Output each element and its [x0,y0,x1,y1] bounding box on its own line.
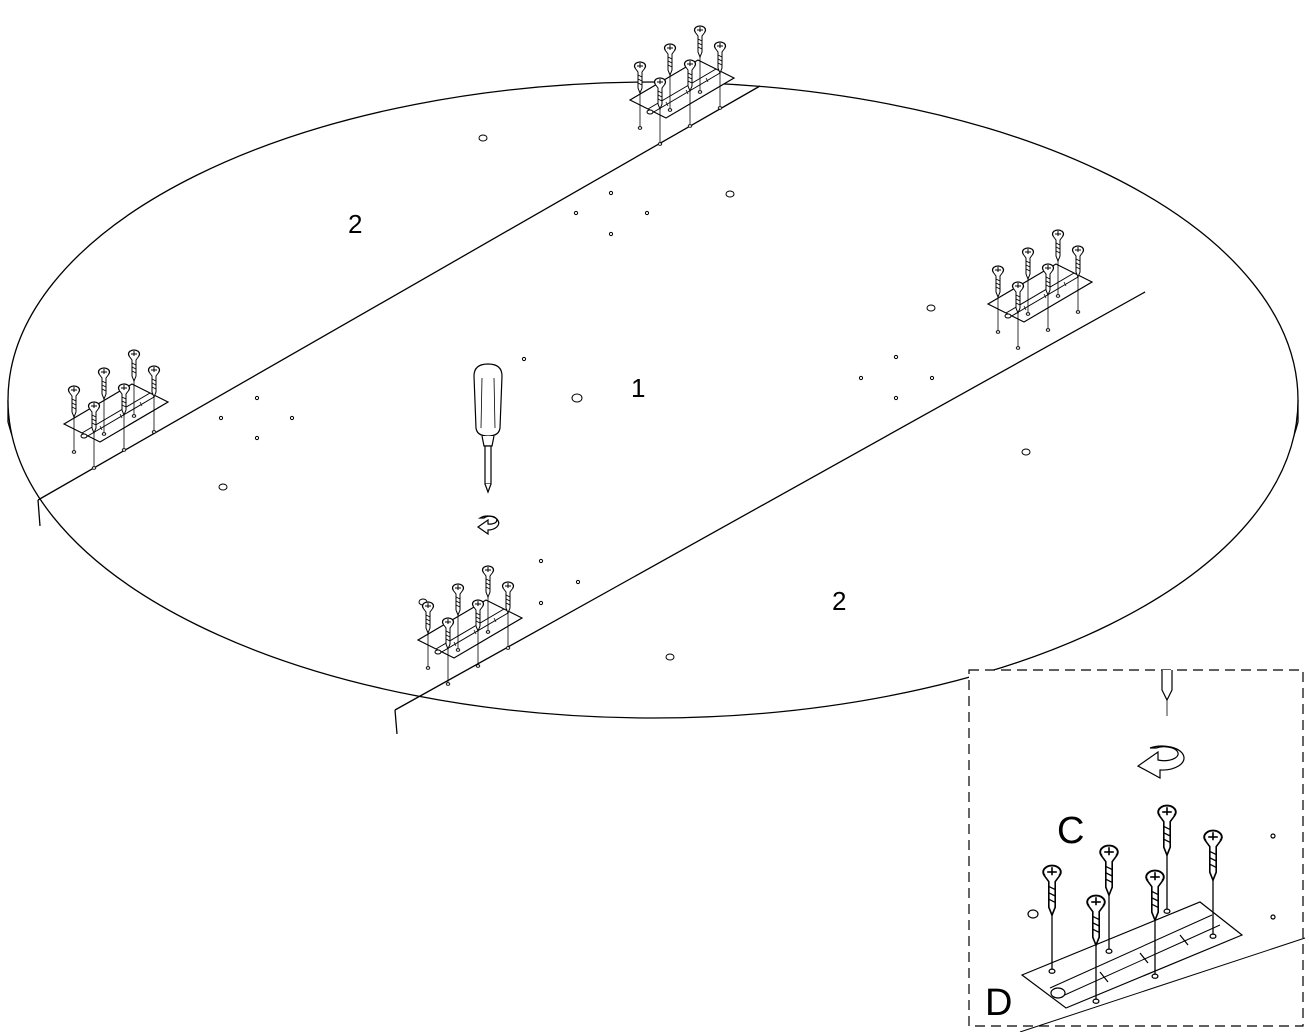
seam-left [37,85,761,501]
seam-left-edge [37,499,41,527]
seam-right [394,291,1146,711]
table-surface [7,81,1299,719]
drill-holes [218,134,1031,661]
seam-right-edge [394,709,398,735]
detail-inset: C D [968,669,1306,1032]
label-panel-left: 2 [348,209,362,239]
screwdriver-icon [473,363,503,494]
label-hinge-d: D [985,982,1012,1024]
rotate-clockwise-icon [476,515,500,536]
label-screw-c: C [1057,810,1084,852]
rotate-clockwise-large-icon [1136,745,1185,780]
label-panel-right: 2 [832,586,846,616]
label-panel-center: 1 [631,373,645,403]
table-top [7,81,1299,735]
hinge-icon [1020,901,1244,1009]
